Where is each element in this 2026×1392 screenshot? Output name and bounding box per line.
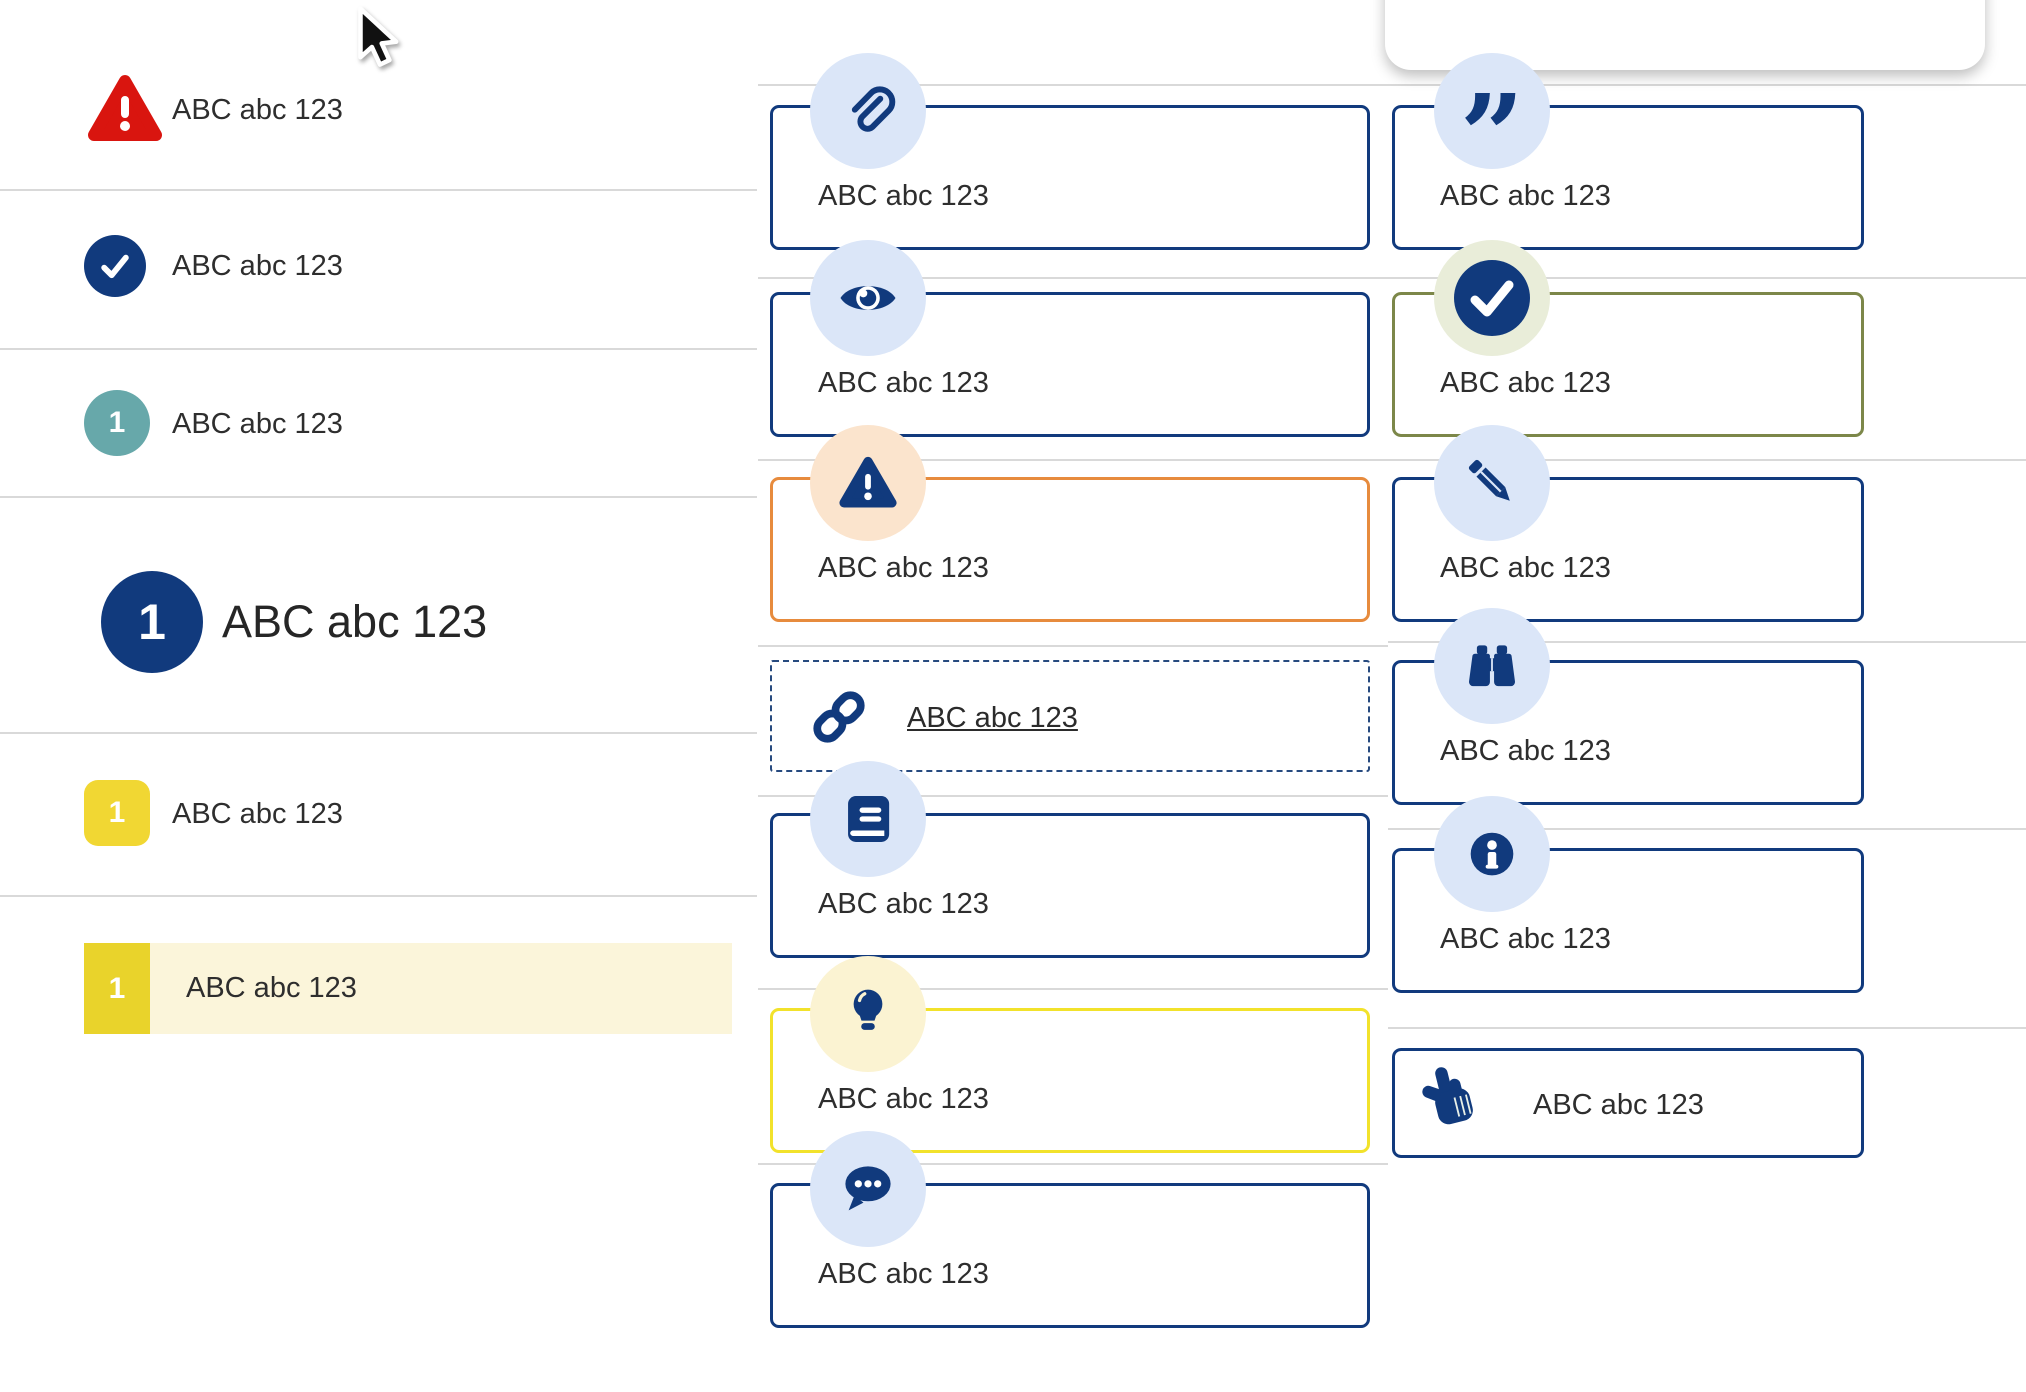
mid-divider — [758, 84, 1388, 86]
list-item-label: ABC abc 123 — [172, 798, 343, 830]
list-item-label: ABC abc 123 — [186, 972, 357, 1004]
eye-icon — [810, 240, 926, 356]
callout-label: ABC abc 123 — [818, 180, 989, 212]
right-divider — [1388, 277, 2026, 279]
callout-label: ABC abc 123 — [1440, 367, 1611, 399]
callout-label: ABC abc 123 — [818, 888, 989, 920]
left-divider — [0, 496, 757, 498]
mid-divider — [758, 795, 1388, 797]
chat-icon — [810, 1131, 926, 1247]
hand-pointer-icon — [1422, 1067, 1473, 1125]
list-item-label: ABC abc 123 — [172, 250, 343, 282]
mid-divider — [758, 1163, 1388, 1165]
callout-label: ABC abc 123 — [1440, 735, 1611, 767]
list-item-label: ABC abc 123 — [172, 408, 343, 440]
check-circle-icon — [1434, 240, 1550, 356]
callout-label: ABC abc 123 — [1440, 923, 1611, 955]
callout-label: ABC abc 123 — [818, 552, 989, 584]
list-item-label-large: ABC abc 123 — [222, 596, 488, 647]
callout-label: ABC abc 123 — [818, 1083, 989, 1115]
badge-number: 1 — [108, 406, 126, 439]
alert-triangle-icon — [88, 75, 162, 141]
callout-label: ABC abc 123 — [1533, 1089, 1704, 1121]
callout-label: ABC abc 123 — [1440, 180, 1611, 212]
callout-link-text[interactable]: ABC abc 123 — [907, 702, 1078, 734]
mouse-cursor-icon — [358, 6, 399, 67]
callout-link[interactable]: ABC abc 123 — [770, 660, 1370, 772]
badge-number: 1 — [108, 971, 126, 1005]
left-divider — [0, 189, 757, 191]
yellow-number-block-highlighted: 1 — [84, 943, 150, 1034]
mid-divider — [758, 988, 1388, 990]
paperclip-icon — [810, 53, 926, 169]
mid-divider — [758, 645, 1388, 647]
badge-number: 1 — [138, 594, 166, 650]
callout-label: ABC abc 123 — [818, 367, 989, 399]
right-divider — [1388, 84, 2026, 86]
check-circle-icon — [84, 235, 146, 297]
right-divider — [1388, 459, 2026, 461]
yellow-number-badge: 1 — [84, 780, 150, 846]
binoculars-icon — [1434, 608, 1550, 724]
info-icon — [1434, 796, 1550, 912]
mid-divider — [758, 277, 1388, 279]
lightbulb-icon — [810, 956, 926, 1072]
highlighted-row-background — [150, 943, 732, 1034]
right-divider — [1388, 828, 2026, 830]
left-divider — [0, 348, 757, 350]
callout-quote: ABC abc 123 — [1392, 105, 1864, 250]
book-icon — [810, 761, 926, 877]
mid-divider — [758, 459, 1388, 461]
callout-label: ABC abc 123 — [818, 1258, 989, 1290]
callout-action: ABC abc 123 — [1392, 1048, 1864, 1158]
quote-icon: ” — [1434, 53, 1550, 193]
badge-number: 1 — [108, 796, 126, 829]
right-divider — [1388, 1027, 2026, 1029]
warning-icon — [810, 425, 926, 541]
pencil-icon — [1434, 425, 1550, 541]
right-divider — [1388, 641, 2026, 643]
link-icon — [813, 691, 865, 743]
callout-label: ABC abc 123 — [1440, 552, 1611, 584]
navy-number-badge-large: 1 — [101, 571, 203, 673]
teal-number-badge: 1 — [84, 390, 150, 456]
left-divider — [0, 732, 757, 734]
list-item-label: ABC abc 123 — [172, 94, 343, 126]
left-divider — [0, 895, 757, 897]
